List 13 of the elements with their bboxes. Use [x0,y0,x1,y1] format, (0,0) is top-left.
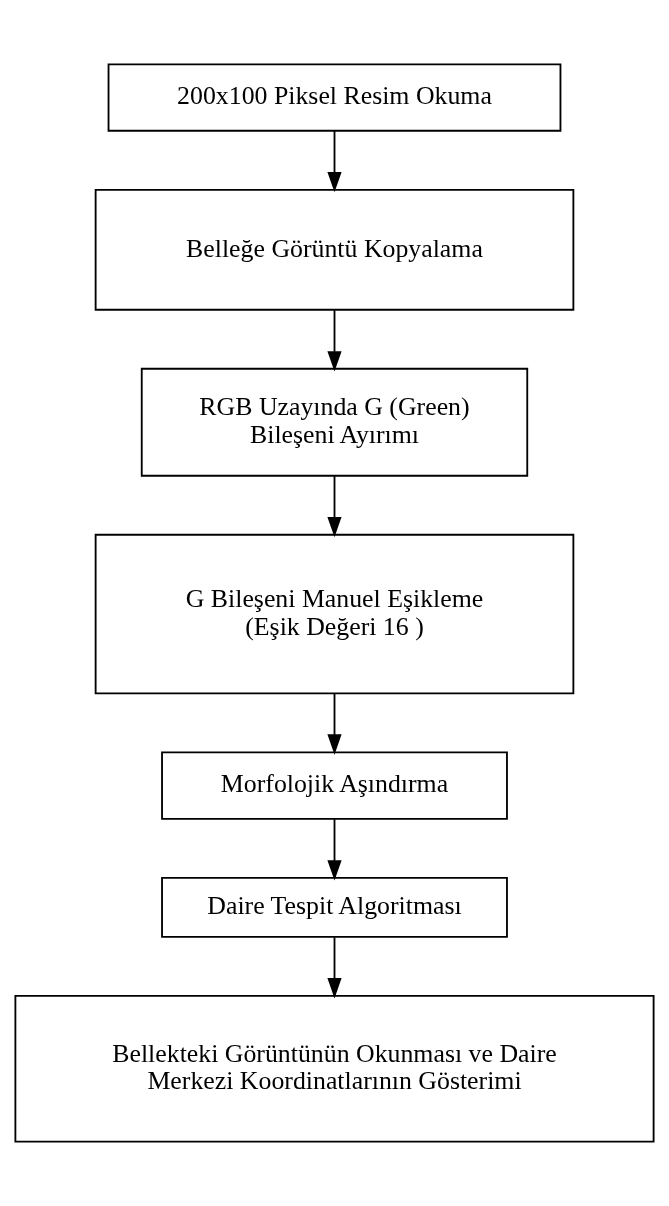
node-box: Morfolojik Aşındırma [161,751,508,820]
arrow [327,692,342,755]
node-box: Daire Tespit Algoritması [161,876,508,938]
node-box: RGB Uzayında G (Green) Bileşeni Ayırımı [140,367,529,477]
node-box: Bellekteki Görüntünün Okunması ve Daire Merkezi Koordinatlarının Gösterimi [14,995,655,1143]
node-box: Belleğe Görüntü Kopyalama [94,188,575,311]
arrow [327,475,342,538]
arrow [327,936,342,999]
arrow [327,130,342,193]
node-box: 200x100 Piksel Resim Okuma [107,63,562,132]
arrow [327,309,342,372]
arrow [327,818,342,881]
node-box: G Bileşeni Manuel Eşikleme (Eşik Değeri 16 ) [94,533,575,695]
